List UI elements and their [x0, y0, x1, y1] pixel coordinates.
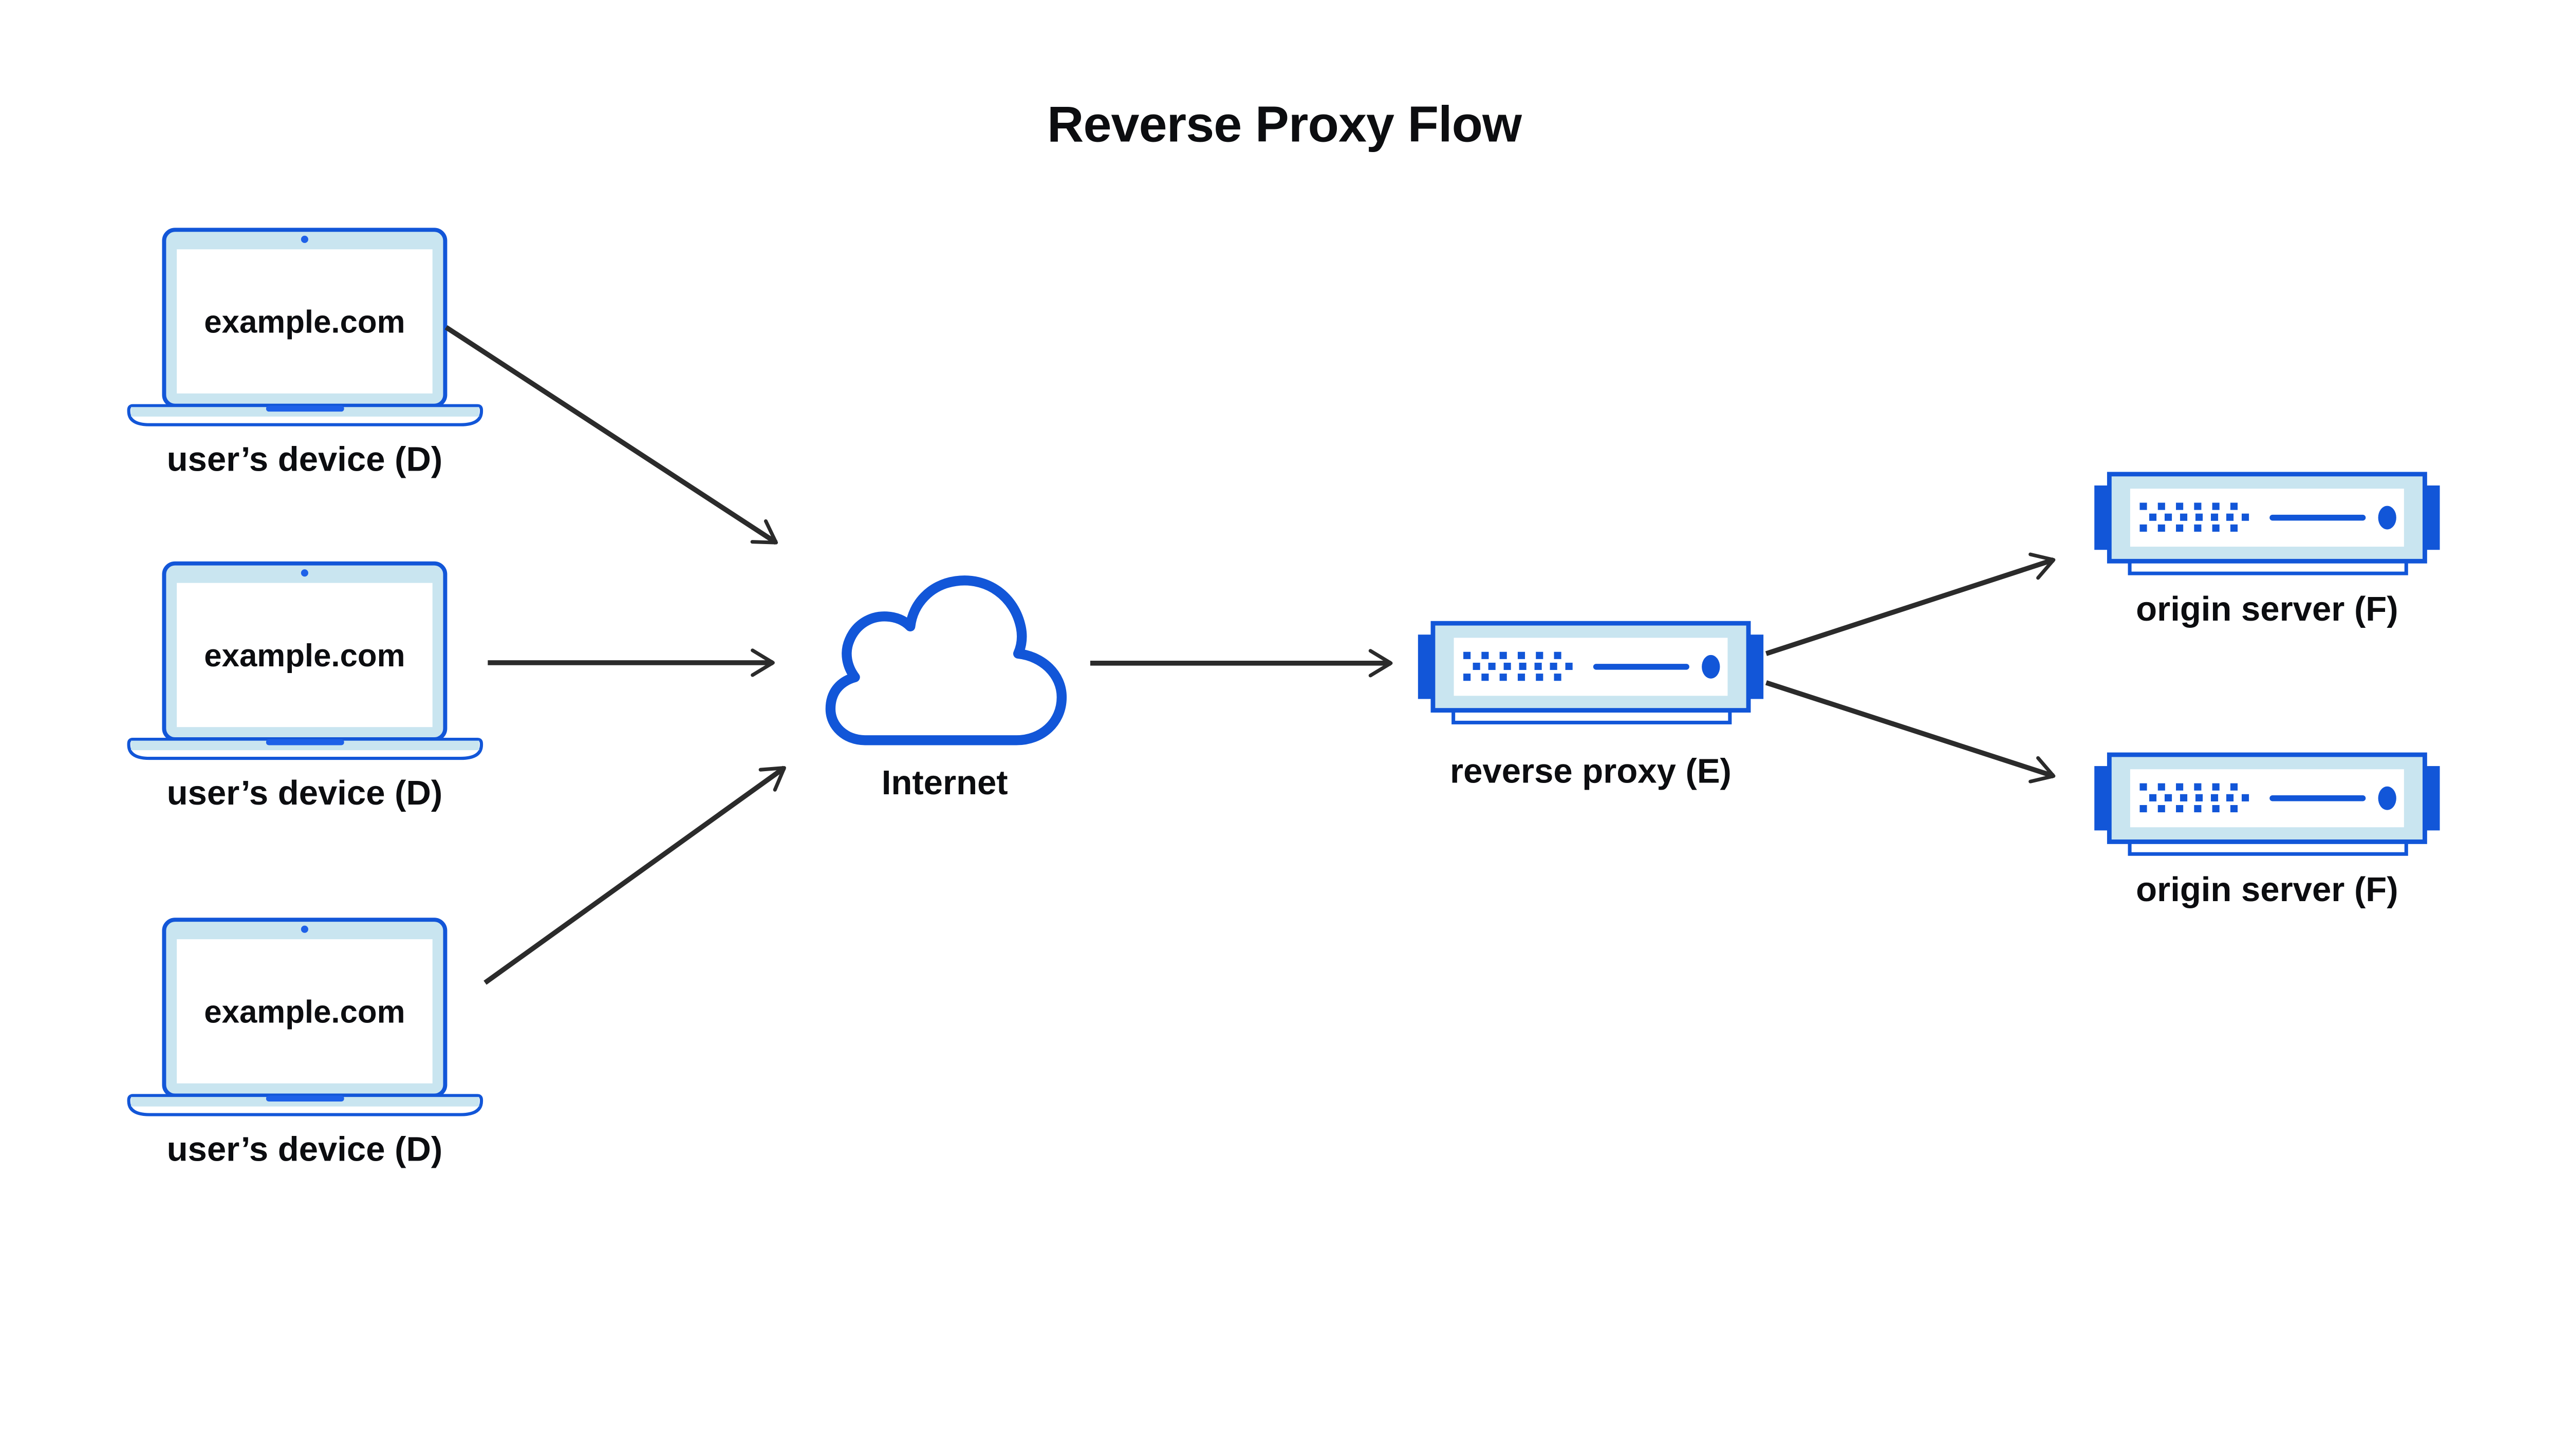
- user-device-node-3: example.com user’s device (D): [129, 920, 481, 1169]
- origin-server-label: origin server (F): [2136, 590, 2398, 628]
- internet-label: Internet: [882, 763, 1008, 802]
- device-screen-text: example.com: [204, 638, 405, 674]
- arrow-device3-internet: [483, 766, 786, 985]
- edges: [444, 325, 2056, 985]
- internet-node: Internet: [825, 575, 1067, 802]
- device-label: user’s device (D): [167, 440, 443, 479]
- device-label: user’s device (D): [167, 774, 443, 812]
- server-icon: [1418, 623, 1763, 722]
- arrow-proxy-origin2: [1765, 680, 2056, 783]
- arrow-proxy-origin1: [1765, 552, 2056, 656]
- user-device-node-1: example.com user’s device (D): [129, 230, 481, 479]
- device-label: user’s device (D): [167, 1130, 443, 1169]
- reverse-proxy-node: reverse proxy (E): [1418, 623, 1763, 791]
- diagram-canvas: Reverse Proxy Flow example.com user’s de…: [126, 96, 2443, 1169]
- origin-server-node-1: origin server (F): [2094, 474, 2440, 628]
- origin-server-label: origin server (F): [2136, 870, 2398, 909]
- user-device-node-2: example.com user’s device (D): [129, 564, 481, 812]
- cloud-icon: [825, 575, 1067, 745]
- device-screen-text: example.com: [204, 994, 405, 1030]
- device-screen-text: example.com: [204, 305, 405, 340]
- arrow-device1-internet: [444, 325, 778, 545]
- server-icon: [2094, 755, 2440, 854]
- origin-server-node-2: origin server (F): [2094, 755, 2440, 909]
- server-icon: [2094, 474, 2440, 573]
- reverse-proxy-label: reverse proxy (E): [1450, 752, 1732, 791]
- page-title: Reverse Proxy Flow: [1047, 96, 1522, 152]
